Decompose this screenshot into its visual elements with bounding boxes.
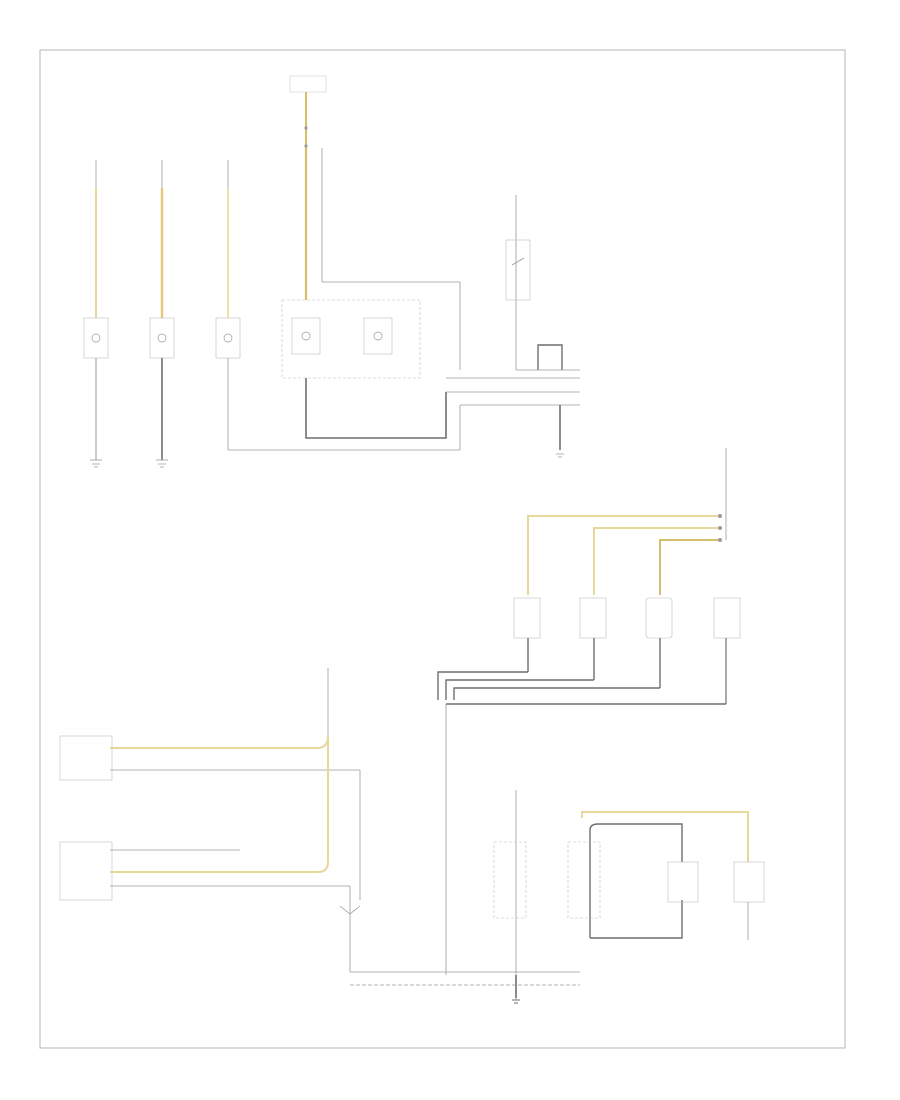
component-box-top (281, 299, 421, 379)
bulb-icon (301, 331, 311, 341)
lamp-circuit-3 (215, 160, 460, 451)
yellow-wire-bottom-loop (581, 811, 749, 862)
bulb-icon (157, 333, 167, 343)
module-box-lower (59, 841, 113, 901)
connector-icon (304, 144, 308, 148)
connector-icon (304, 126, 308, 130)
middle-right-section (437, 448, 741, 975)
splice-icon (718, 538, 722, 542)
ground-symbol-icon (512, 999, 520, 1004)
switch-icon (511, 257, 525, 266)
yellow-harness-mid (593, 527, 718, 595)
ground-symbol-icon (556, 453, 564, 458)
top-section (83, 75, 580, 468)
diagram-frame (39, 49, 846, 1049)
yellow-harness-outer (527, 515, 718, 595)
bulb-icon (373, 331, 383, 341)
bulb-icon (223, 333, 233, 343)
splice-icon (718, 514, 722, 518)
ground-symbol-icon (158, 463, 166, 468)
ground-wire-top (305, 378, 447, 439)
yellow-wire-module-feed (110, 734, 329, 749)
hot-fuse-feed-top (289, 75, 327, 148)
ground-symbol-icon (92, 463, 100, 468)
splice-icon (718, 526, 722, 530)
lamp-circuit-4 (304, 148, 461, 370)
switch-assembly-top (505, 195, 580, 450)
bottom-right-section (493, 790, 765, 1004)
bulb-icon (91, 333, 101, 343)
module-box-upper (59, 735, 113, 781)
yellow-harness-inner (659, 539, 718, 595)
lamp-circuit-1 (83, 160, 109, 461)
bottom-left-section (59, 668, 580, 986)
lamp-circuit-2 (149, 160, 175, 461)
